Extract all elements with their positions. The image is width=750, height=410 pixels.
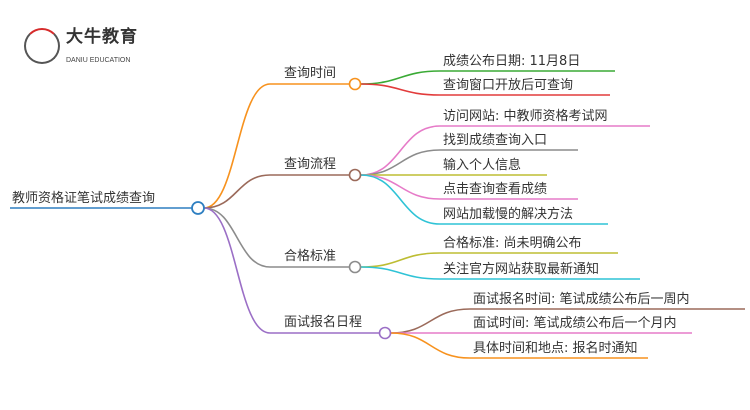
child-node-label[interactable]: 面试报名时间: 笔试成绩公布后一周内 — [473, 291, 690, 307]
branch-collapse-toggle[interactable] — [378, 326, 392, 340]
child-node-label[interactable]: 合格标准: 尚未明确公布 — [443, 235, 582, 251]
root-node-label[interactable]: 教师资格证笔试成绩查询 — [12, 190, 155, 206]
branch-collapse-toggle[interactable] — [348, 168, 362, 182]
root-collapse-toggle[interactable] — [191, 201, 205, 215]
child-node-label[interactable]: 找到成绩查询入口 — [443, 133, 547, 148]
logo-name: 大牛教育 — [66, 27, 138, 47]
branch-collapse-toggle[interactable] — [348, 77, 362, 91]
child-connector — [360, 266, 441, 280]
child-connector — [360, 252, 441, 268]
child-connector — [360, 83, 441, 96]
branch-node-label[interactable]: 合格标准 — [284, 248, 336, 264]
child-connector — [360, 174, 441, 225]
branch-node-label[interactable]: 面试报名日程 — [284, 314, 362, 330]
child-connector — [390, 332, 471, 359]
child-connector — [360, 149, 441, 176]
branch-connector — [203, 174, 271, 209]
logo-subtitle: DANIU EDUCATION — [66, 57, 131, 64]
branch-node-label[interactable]: 查询流程 — [284, 157, 336, 172]
child-connector — [360, 174, 441, 200]
branch-connector — [203, 207, 271, 268]
branch-collapse-toggle[interactable] — [348, 260, 362, 274]
branch-connector — [203, 83, 271, 209]
logo-badge-icon — [24, 28, 60, 64]
child-connector — [360, 125, 441, 176]
child-connector — [360, 70, 441, 85]
logo: 大牛教育 DANIU EDUCATION — [24, 26, 194, 74]
child-node-label[interactable]: 网站加载慢的解决方法 — [443, 206, 573, 222]
child-node-label[interactable]: 点击查询查看成绩 — [443, 181, 547, 197]
child-node-label[interactable]: 成绩公布日期: 11月8日 — [443, 54, 580, 69]
child-node-label[interactable]: 访问网站: 中教师资格考试网 — [443, 108, 608, 124]
child-node-label[interactable]: 关注官方网站获取最新通知 — [443, 261, 599, 277]
branch-node-label[interactable]: 查询时间 — [284, 66, 336, 81]
child-node-label[interactable]: 输入个人信息 — [443, 157, 521, 173]
branch-connector — [203, 207, 271, 334]
child-node-label[interactable]: 面试时间: 笔试成绩公布后一个月内 — [473, 315, 677, 331]
child-node-label[interactable]: 具体时间和地点: 报名时通知 — [473, 340, 638, 356]
child-connector — [390, 308, 471, 334]
child-node-label[interactable]: 查询窗口开放后可查询 — [443, 77, 573, 93]
